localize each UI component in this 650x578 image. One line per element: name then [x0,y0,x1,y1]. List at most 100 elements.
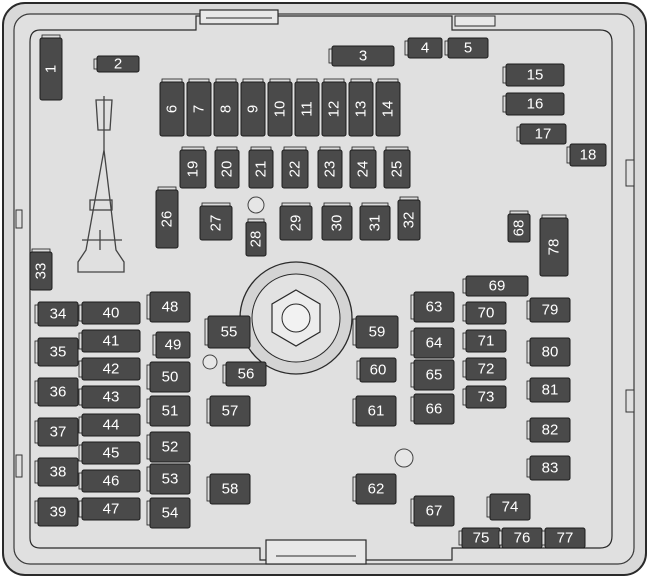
fuse-4-body [407,37,443,59]
fuse-72-label: 72 [478,361,495,378]
fuse-6: 6 [159,78,185,137]
fuse-83-body [529,455,571,481]
fuse-25-label: 25 [389,161,406,178]
fuse-45-body [81,441,141,465]
fuse-52-body [149,431,191,463]
fuse-47-label: 47 [103,501,120,518]
fuse-1: 1 [39,34,63,101]
fuse-22-label: 22 [287,161,304,178]
fuse-35: 35 [34,337,79,367]
fuse-68: 68 [507,210,531,243]
fuse-63: 63 [410,291,455,323]
fuse-31: 31 [359,202,391,241]
fuse-33: 33 [29,248,53,291]
fuse-42-label: 42 [103,361,120,378]
fuse-55: 55 [204,315,251,349]
fuse-82-label: 82 [542,422,559,439]
fuse-75-label: 75 [473,530,490,547]
fuse-56-label: 56 [238,366,255,383]
fuse-55-label: 55 [221,324,238,341]
fuse-75: 75 [458,527,501,549]
fuse-32-label: 32 [401,212,418,229]
mount-hole-2 [202,354,218,370]
fuse-6-label: 6 [164,105,181,113]
fuse-5-body [447,37,489,59]
fuse-66-body [413,393,455,425]
fuse-44-body [81,413,141,437]
fuse-5-label: 5 [464,40,472,57]
fuse-78: 78 [539,214,569,277]
fuse-7: 7 [186,78,212,137]
fuse-24: 24 [349,146,377,189]
fuse-23: 23 [317,146,343,189]
fuse-47: 47 [78,497,141,521]
fuse-67-body [413,495,455,527]
fuse-67-label: 67 [426,503,443,520]
fuse-14-body [375,81,401,137]
fuse-21-body [248,149,274,189]
fuse-puller-tool [77,96,125,273]
fuse-15-label: 15 [527,67,544,84]
fuse-56-body [225,361,267,387]
fuse-71-label: 71 [478,333,495,350]
fuse-49: 49 [152,331,191,359]
fuse-50-body [149,361,191,393]
fuse-72: 72 [462,357,507,381]
fuse-53-body [149,463,191,495]
fuse-81-label: 81 [542,382,559,399]
fuse-70-label: 70 [478,305,495,322]
fuse-40-label: 40 [103,305,120,322]
fuse-27-body [199,205,233,241]
fuse-1-body [39,37,63,101]
fuse-44: 44 [78,413,141,437]
fuse-71-body [465,329,507,353]
fuse-64-label: 64 [426,335,443,352]
fuse-30-body [321,205,353,241]
fuse-2-body [96,55,140,73]
fuse-74: 74 [486,493,531,521]
fuse-60-label: 60 [370,362,387,379]
fuse-53-label: 53 [162,471,179,488]
fuse-23-label: 23 [322,161,339,178]
fuse-28-body [245,221,267,257]
fuse-7-label: 7 [191,105,208,113]
inner-border [29,15,613,561]
fuse-81-body [529,377,571,403]
fuse-52-label: 52 [162,439,179,456]
fuse-13: 13 [348,78,374,137]
fuse-51: 51 [146,395,191,427]
fuse-17: 17 [516,123,567,145]
fuse-64-body [413,327,455,359]
fuse-9: 9 [240,78,266,137]
fuse-69: 69 [462,275,529,297]
fuse-70: 70 [462,301,507,325]
fuse-71: 71 [462,329,507,353]
fuse-61-label: 61 [368,403,385,420]
fuse-81: 81 [526,377,571,403]
fuse-7-body [186,81,212,137]
fuse-60: 60 [356,357,397,383]
fuse-78-label: 78 [546,239,563,256]
fuse-27-label: 27 [208,215,225,232]
fuse-28: 28 [245,218,267,257]
fuse-63-body [413,291,455,323]
fuse-59-label: 59 [369,324,386,341]
fuse-13-label: 13 [353,101,370,118]
fuse-39: 39 [34,497,79,527]
fuse-29-body [279,205,313,241]
fuse-9-body [240,81,266,137]
fuse-11-body [294,81,320,137]
fuse-37-label: 37 [50,424,67,441]
fuse-73-body [465,385,507,409]
fuse-20-label: 20 [219,161,236,178]
fuse-22: 22 [281,146,309,189]
fuse-66: 66 [410,393,455,425]
fuse-83: 83 [526,455,571,481]
fuse-41: 41 [78,329,141,353]
fuse-8: 8 [213,78,239,137]
fuse-26-label: 26 [159,211,176,228]
fuse-56: 56 [222,361,267,387]
fuse-55-body [207,315,251,349]
fuse-65-label: 65 [426,367,443,384]
